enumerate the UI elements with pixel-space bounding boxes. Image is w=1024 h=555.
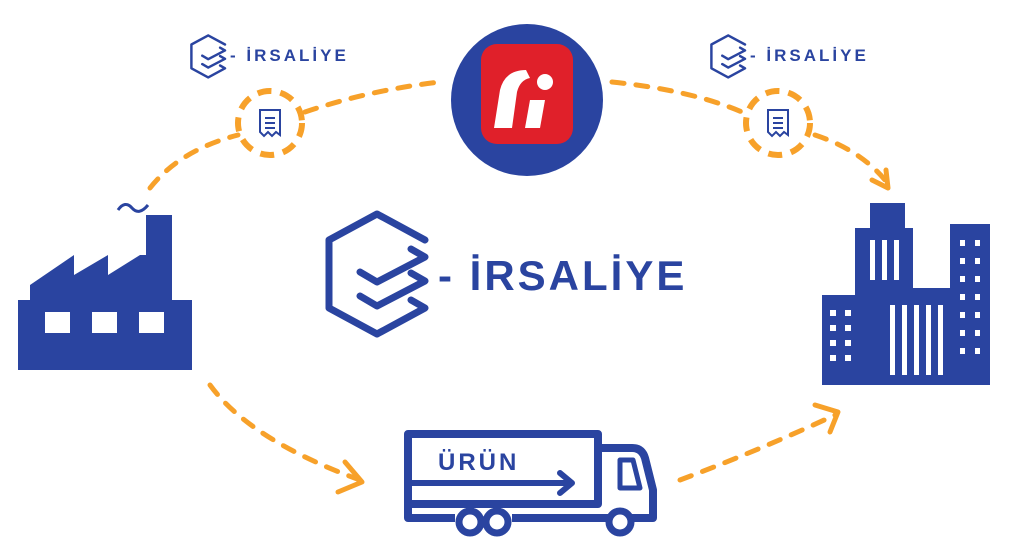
city-buildings-icon [822, 203, 990, 385]
e-irsaliye-logo-main: - İRSALİYE [329, 214, 687, 334]
receipt-icon [259, 109, 281, 137]
brand-text: - İRSALİYE [438, 252, 687, 299]
e-irsaliye-logo-small-right: - İRSALİYE [710, 34, 869, 79]
document-left [235, 88, 305, 158]
arrow-doc-to-building [812, 132, 888, 183]
arrow-factory-to-doc [147, 132, 241, 191]
arrowhead-building [869, 167, 891, 191]
e-irsaliye-logo-icon [710, 34, 747, 79]
arrow-truck-to-building [677, 412, 838, 483]
arrowhead-building-bottom [812, 402, 841, 435]
gib-logo [451, 24, 603, 176]
e-irsaliye-logo-icon [329, 214, 425, 334]
flow-arrows [147, 79, 891, 495]
arrowhead-truck [335, 459, 365, 495]
factory-icon [18, 203, 192, 370]
arrow-factory-to-truck [207, 382, 363, 483]
e-irsaliye-logo-icon [190, 34, 227, 79]
arrow-gib-to-doc [609, 79, 745, 115]
wheels [455, 507, 635, 537]
arrow-right-icon [409, 470, 575, 496]
arrow-doc-to-gib [302, 79, 443, 115]
brand-text: - İRSALİYE [750, 46, 869, 65]
e-irsaliye-logo-small-left: - İRSALİYE [190, 34, 349, 79]
receipt-icon [767, 109, 789, 137]
truck-icon: ÜRÜN [404, 430, 657, 537]
truck-label: ÜRÜN [438, 449, 519, 476]
brand-text: - İRSALİYE [230, 46, 349, 65]
smoke-icon [116, 203, 150, 213]
document-right [743, 88, 813, 158]
